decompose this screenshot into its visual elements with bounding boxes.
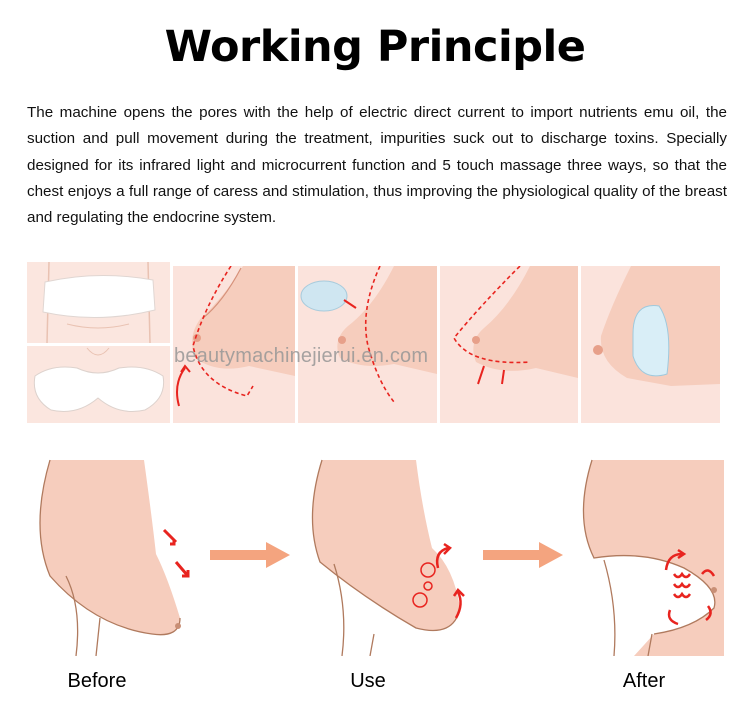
stage-label-after: After [622, 670, 666, 692]
profile-patch-panel [298, 266, 437, 423]
stage-label-before: Before [67, 670, 127, 692]
before-illustration [30, 458, 200, 656]
profile-massage-panel [440, 266, 578, 423]
profile-implant-panel [581, 266, 720, 423]
profile-lift-panel [173, 266, 295, 423]
watermark-text: beautymachinejierui.en.com [174, 345, 429, 367]
page-title: Working Principle [164, 22, 586, 72]
use-illustration [304, 458, 474, 656]
after-illustration [574, 458, 724, 656]
progress-arrow-2 [483, 542, 563, 568]
bra-after-image [27, 346, 170, 423]
stage-label-use: Use [350, 670, 386, 692]
progress-arrow-1 [210, 542, 290, 568]
bra-before-image [27, 262, 170, 343]
description-paragraph: The machine opens the pores with the hel… [27, 104, 727, 227]
